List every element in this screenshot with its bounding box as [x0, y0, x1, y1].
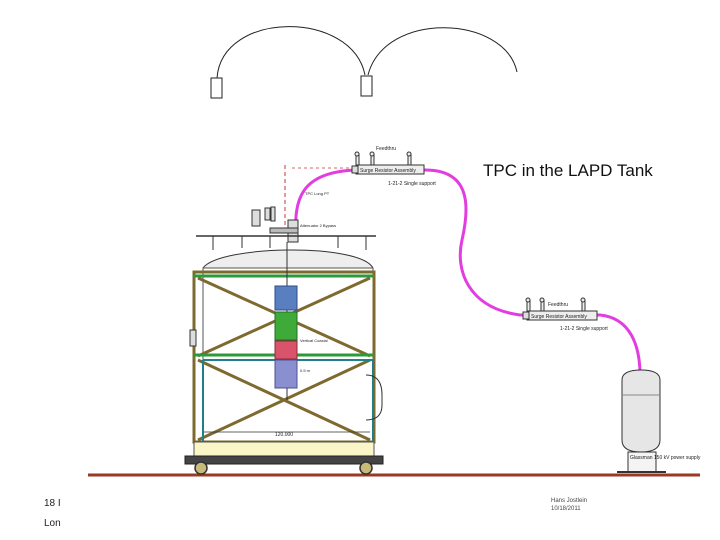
- tpc-field-cage: [274, 242, 298, 400]
- cart-platform: [184, 455, 384, 465]
- support-label-upper: 1-21-2 Single support: [388, 181, 436, 187]
- hanging-box-left: [210, 77, 223, 99]
- author-block: Hans Jostlein 10/18/2011: [551, 497, 587, 513]
- span-label: 0.5 m: [300, 368, 311, 373]
- author-name: Hans Jostlein: [551, 498, 588, 504]
- left-port: [189, 329, 197, 347]
- vertical-label: Vertical Coaxial: [300, 338, 328, 343]
- attenuator-label: Attenuator 2 Bypass: [300, 223, 336, 228]
- supply-label: Glassman 150 kV power supply: [630, 455, 701, 461]
- width-label: 120.000: [275, 432, 293, 438]
- cart-wheel-left: [194, 461, 208, 475]
- support-label-lower: 1-21-2 Single support: [560, 326, 608, 332]
- loop-right: [367, 27, 518, 76]
- loop-left: [216, 26, 366, 79]
- side-port: [365, 374, 383, 421]
- lid-hardware: [251, 206, 299, 243]
- surge-label-lower: Surge Resistor Assembly: [531, 314, 587, 320]
- tank-base: [193, 441, 375, 457]
- slide-number: 18 I: [44, 498, 61, 509]
- hv-supply-vessel: [617, 369, 666, 473]
- rim-posts: [212, 236, 367, 250]
- page-title: TPC in the LAPD Tank: [483, 161, 653, 180]
- feedthru-label-upper: Feedthru: [376, 146, 396, 152]
- author-date: 10/18/2011: [551, 506, 581, 512]
- hanging-loops: [210, 26, 518, 99]
- feedthru-label-lower: Feedthru: [548, 302, 568, 308]
- surge-label-upper: Surge Resistor Assembly: [360, 168, 416, 174]
- cart-wheel-right: [359, 461, 373, 475]
- lower-feedthru: [522, 297, 598, 321]
- hanging-box-right: [360, 75, 373, 97]
- tank-dome: [202, 249, 374, 269]
- hv-cable: [294, 168, 642, 376]
- slide-location: Lon: [44, 518, 61, 529]
- tpc-cable-label: TPC Long PT: [305, 191, 330, 196]
- upper-feedthru: [351, 151, 425, 175]
